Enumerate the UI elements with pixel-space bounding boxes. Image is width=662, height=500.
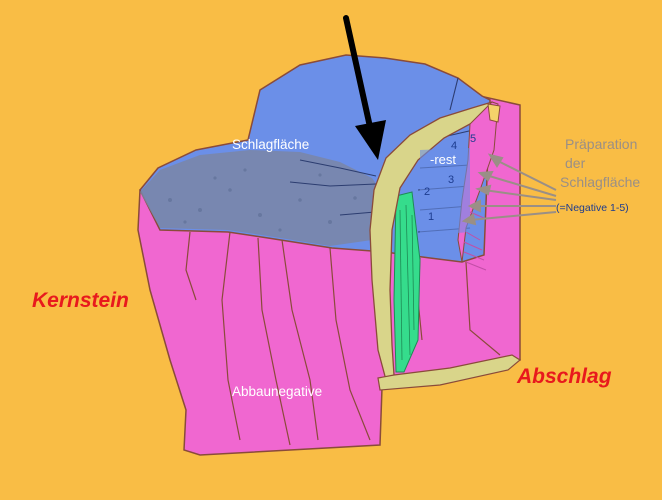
label-kernstein: Kernstein: [32, 289, 129, 313]
label-negative-note: (=Negative 1-5): [556, 202, 629, 214]
label-schlagflaeche-annotation: Schlagfläche: [560, 173, 640, 192]
label-number-2: 2: [424, 186, 430, 198]
label-number-3: 3: [448, 174, 454, 186]
label-der: der: [565, 154, 585, 173]
label-praeparation: Präparation: [565, 135, 637, 154]
label-abbaunegative: Abbaunegative: [232, 384, 322, 399]
label-schlagflaeche: Schlagfläche: [232, 137, 309, 152]
label-number-4: 4: [451, 140, 457, 152]
label-number-5: 5: [470, 133, 476, 145]
label-number-1: 1: [428, 211, 434, 223]
flake-lip: [488, 104, 500, 122]
label-rest: -rest: [430, 152, 456, 167]
label-abschlag: Abschlag: [517, 365, 612, 389]
